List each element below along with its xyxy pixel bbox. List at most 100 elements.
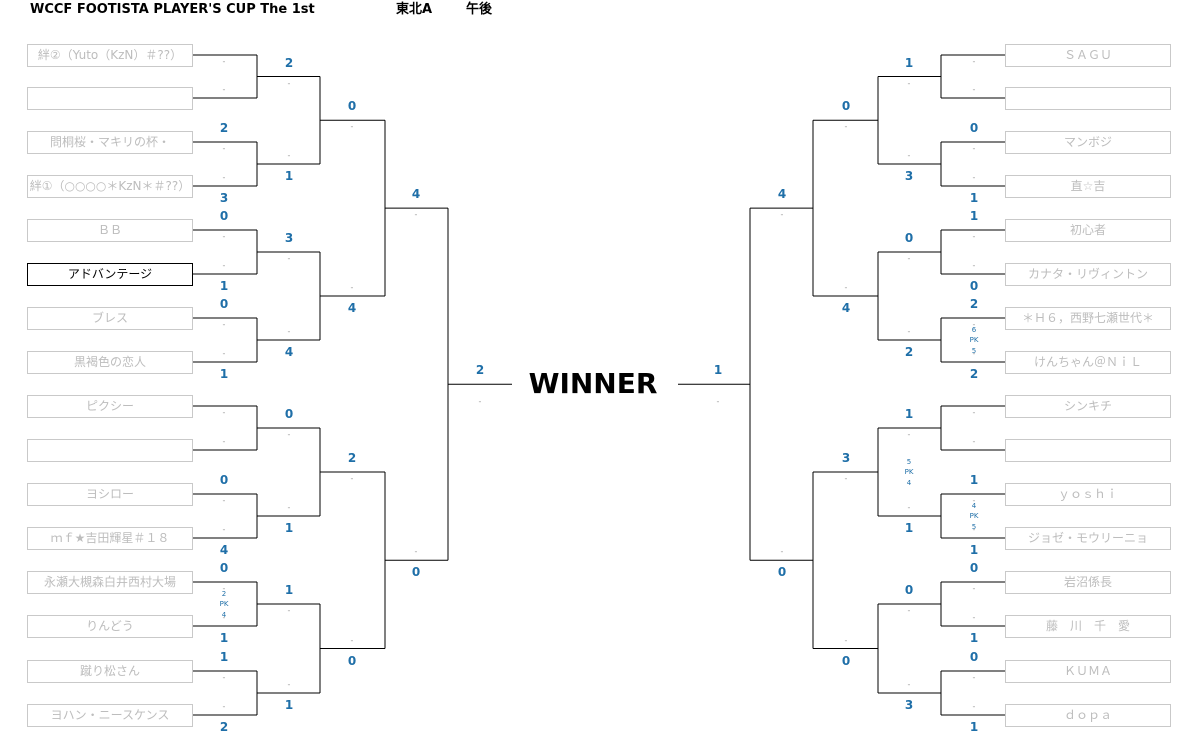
right-placeholder: - xyxy=(844,635,848,645)
right-score-top: 0 xyxy=(904,231,914,245)
left-placeholder: - xyxy=(222,408,226,417)
left-score-bottom: 1 xyxy=(284,169,294,183)
right-placeholder: - xyxy=(907,606,911,615)
right-pk-score: 6 xyxy=(971,326,977,334)
left-placeholder: - xyxy=(222,584,226,593)
left-placeholder: - xyxy=(414,547,418,557)
left-player-box xyxy=(27,87,193,110)
right-placeholder: - xyxy=(907,503,911,512)
left-score-top: 1 xyxy=(219,650,229,664)
left-placeholder: - xyxy=(222,613,226,622)
right-player-box: マンボジ xyxy=(1005,131,1171,154)
left-score-top: 0 xyxy=(219,209,229,223)
left-score-top: 4 xyxy=(411,187,421,202)
right-placeholder: - xyxy=(972,173,976,182)
right-placeholder: - xyxy=(972,702,976,711)
left-score-bottom: 0 xyxy=(411,565,421,580)
winner-label: WINNER xyxy=(528,367,658,400)
right-placeholder: - xyxy=(972,584,976,593)
right-player-box xyxy=(1005,87,1171,110)
left-placeholder: - xyxy=(222,349,226,358)
session-label: 午後 xyxy=(466,2,493,17)
right-player-box: 直☆吉 xyxy=(1005,175,1171,198)
left-score-top: 0 xyxy=(219,561,229,575)
left-player-box xyxy=(27,439,193,462)
left-pk-score: 4 xyxy=(221,611,227,619)
right-score-top: 3 xyxy=(841,451,851,465)
right-placeholder: - xyxy=(907,680,911,689)
left-score-top: 3 xyxy=(284,231,294,245)
left-player-box: ピクシー xyxy=(27,395,193,418)
right-placeholder: - xyxy=(972,613,976,622)
right-placeholder: - xyxy=(972,320,976,329)
right-placeholder: - xyxy=(844,283,848,292)
left-placeholder: - xyxy=(478,397,482,407)
right-score-bottom: 1 xyxy=(904,521,914,535)
right-placeholder: - xyxy=(907,327,911,336)
right-player-box: ジョゼ・モウリーニョ xyxy=(1005,527,1171,550)
right-placeholder: - xyxy=(972,673,976,682)
left-player-box: ヨシロー xyxy=(27,483,193,506)
right-placeholder: - xyxy=(844,122,848,132)
right-player-box: カナタ・リヴィントン xyxy=(1005,263,1171,286)
left-score-top: 2 xyxy=(284,55,294,70)
right-score-bottom: 2 xyxy=(904,345,914,359)
right-placeholder: - xyxy=(972,408,976,417)
right-score-bottom: 1 xyxy=(969,543,979,557)
right-placeholder: - xyxy=(780,547,784,557)
left-placeholder: - xyxy=(287,503,291,512)
right-pk-score: 4 xyxy=(906,479,912,487)
right-placeholder: - xyxy=(972,437,976,446)
left-score-bottom: 1 xyxy=(219,367,229,381)
right-score-bottom: 0 xyxy=(777,565,787,580)
right-score-top: 0 xyxy=(841,99,851,114)
left-player-box: 絆②（Yuto（KzN）＃??） xyxy=(27,44,193,67)
left-placeholder: - xyxy=(287,606,291,615)
left-placeholder: - xyxy=(222,702,226,711)
right-placeholder: - xyxy=(972,496,976,505)
right-placeholder: - xyxy=(972,85,976,94)
left-placeholder: - xyxy=(287,430,291,439)
page-title: WCCF FOOTISTA PLAYER'S CUP The 1st xyxy=(30,2,315,17)
right-final-score: 1 xyxy=(713,363,723,378)
right-pk-label: PK xyxy=(969,512,979,520)
right-player-box: 藤 川 千 愛 xyxy=(1005,615,1171,638)
left-pk-label: PK xyxy=(219,600,229,608)
left-placeholder: - xyxy=(350,635,354,645)
right-score-bottom: 1 xyxy=(969,720,979,734)
left-score-top: 0 xyxy=(219,473,229,487)
right-placeholder: - xyxy=(907,430,911,439)
right-player-box: ｄｏｐａ xyxy=(1005,704,1171,727)
left-final-score: 2 xyxy=(475,363,485,378)
left-placeholder: - xyxy=(287,151,291,160)
left-player-box: ヨハン・ニースケンス xyxy=(27,704,193,727)
right-score-top: 0 xyxy=(969,650,979,664)
right-placeholder: - xyxy=(972,144,976,153)
left-player-box: 永瀬大槻森白井西村大場 xyxy=(27,571,193,594)
left-pk-score: 2 xyxy=(221,590,227,598)
left-placeholder: - xyxy=(287,327,291,336)
right-score-top: 0 xyxy=(904,583,914,597)
left-score-bottom: 0 xyxy=(347,653,357,668)
right-score-top: 4 xyxy=(777,187,787,202)
left-placeholder: - xyxy=(222,496,226,505)
right-player-box: ＊Ｈ６，西野七瀬世代＊ xyxy=(1005,307,1171,330)
left-player-box: 蹴り松さん xyxy=(27,660,193,683)
right-score-bottom: 0 xyxy=(841,653,851,668)
left-score-bottom: 4 xyxy=(219,543,229,557)
right-score-top: 1 xyxy=(969,473,979,487)
right-player-box: 岩沼係長 xyxy=(1005,571,1171,594)
right-score-bottom: 3 xyxy=(904,169,914,183)
left-placeholder: - xyxy=(222,85,226,94)
left-player-box: ｍｆ★吉田輝星＃１８ xyxy=(27,527,193,550)
right-score-bottom: 3 xyxy=(904,698,914,712)
right-score-bottom: 2 xyxy=(969,367,979,381)
left-score-bottom: 4 xyxy=(284,345,294,359)
left-placeholder: - xyxy=(222,261,226,270)
right-pk-label: PK xyxy=(904,468,914,476)
left-player-box: 絆①（○○○○＊KzN＊＃??） xyxy=(27,175,193,198)
right-placeholder: - xyxy=(972,57,976,66)
right-score-top: 0 xyxy=(969,121,979,135)
left-placeholder: - xyxy=(222,173,226,182)
right-pk-score: 4 xyxy=(971,502,977,510)
